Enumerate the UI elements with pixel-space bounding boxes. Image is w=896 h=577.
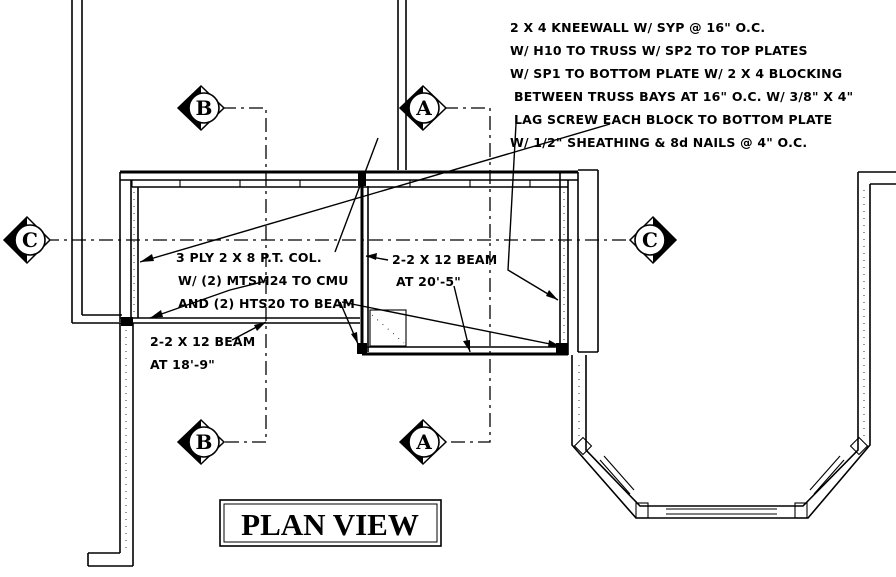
- section-a-top-label: A: [415, 96, 432, 120]
- plan-view-title-box: PLAN VIEW: [219, 499, 442, 547]
- section-marker-b-top: B: [176, 84, 226, 132]
- section-a-bottom-label: A: [415, 430, 432, 454]
- section-marker-c-left: C: [2, 215, 52, 265]
- beam-right-line-1: 2-2 X 12 BEAM: [392, 252, 497, 267]
- kneewall-note-line-4: BETWEEN TRUSS BAYS AT 16" O.C. W/ 3/8" X…: [514, 89, 853, 104]
- section-lines: [45, 107, 636, 443]
- section-c-right-label: C: [642, 228, 658, 252]
- leader-lines: [139, 123, 611, 353]
- column-note-line-1: 3 PLY 2 X 8 P.T. COL.: [176, 250, 322, 265]
- section-marker-a-bottom: A: [398, 418, 448, 466]
- section-c-left-label: C: [22, 228, 38, 252]
- kneewall-note-line-2: W/ H10 TO TRUSS W/ SP2 TO TOP PLATES: [510, 43, 808, 58]
- existing-wall-left: [71, 0, 134, 567]
- kneewall-note-line-1: 2 X 4 KNEEWALL W/ SYP @ 16" O.C.: [510, 20, 765, 35]
- section-marker-c-right: C: [628, 215, 678, 265]
- beam-left-line-1: 2-2 X 12 BEAM: [150, 334, 255, 349]
- kneewall-note-line-3: W/ SP1 TO BOTTOM PLATE W/ 2 X 4 BLOCKING: [510, 66, 842, 81]
- column-note-line-3: AND (2) HTS20 TO BEAM: [178, 296, 355, 311]
- section-marker-a-top: A: [398, 84, 448, 132]
- section-b-top-label: B: [196, 96, 213, 120]
- beam-left-line-2: AT 18'-9": [150, 357, 215, 372]
- beam-note-left: 2-2 X 12 BEAM AT 18'-9": [150, 334, 255, 372]
- section-marker-b-bottom: B: [176, 418, 226, 466]
- column-note: 3 PLY 2 X 8 P.T. COL. W/ (2) MTSM24 TO C…: [176, 250, 355, 311]
- beam-note-right: 2-2 X 12 BEAM AT 20'-5": [392, 252, 497, 289]
- kneewall-note-line-6: W/ 1/2" SHEATHING & 8d NAILS @ 4" O.C.: [510, 135, 807, 150]
- bay-window-wall: [571, 171, 896, 519]
- addition-framing: [119, 169, 599, 356]
- kneewall-note-line-5: LAG SCREW EACH BLOCK TO BOTTOM PLATE: [514, 112, 832, 127]
- plan-view-title: PLAN VIEW: [241, 507, 419, 542]
- beam-right-line-2: AT 20'-5": [396, 274, 461, 289]
- existing-wall-top: [397, 0, 407, 170]
- section-b-bottom-label: B: [196, 430, 213, 454]
- column-note-line-2: W/ (2) MTSM24 TO CMU: [178, 273, 349, 288]
- kneewall-note: 2 X 4 KNEEWALL W/ SYP @ 16" O.C. W/ H10 …: [510, 20, 853, 150]
